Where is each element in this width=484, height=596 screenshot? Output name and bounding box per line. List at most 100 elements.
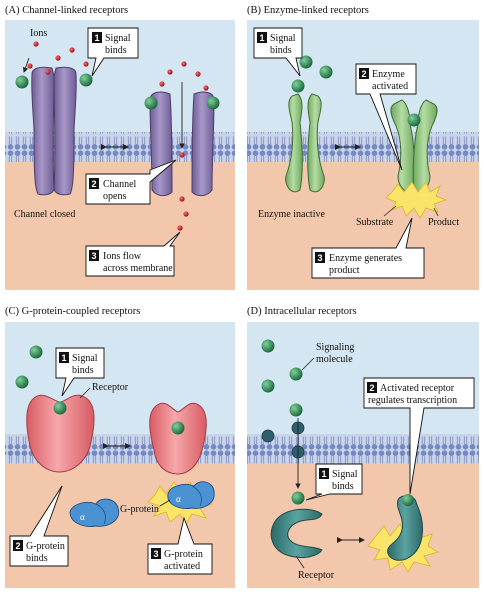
svg-text:3: 3 [92, 251, 97, 261]
signal-molecule [171, 421, 185, 435]
callout-d1: 1 Signal binds [305, 463, 363, 501]
panel-c: (C) G-protein-coupled receptors α α Rece… [5, 306, 235, 588]
svg-text:2: 2 [92, 179, 97, 189]
svg-text:2: 2 [370, 383, 375, 393]
signal-in-membrane [261, 429, 275, 443]
signal-molecule [291, 491, 305, 505]
g-protein-label: G-protein [120, 504, 159, 515]
product-pointer [433, 207, 439, 217]
ion [69, 47, 75, 53]
panel-d-title: (D) Intracellular receptors [247, 306, 357, 317]
signaling-molecule-label-line1: Signaling [316, 342, 354, 353]
panel-a: (A) Channel-linked receptors [5, 5, 235, 290]
svg-text:Activated receptor: Activated receptor [380, 383, 455, 394]
signal-molecule [15, 75, 29, 89]
svg-text:opens: opens [103, 191, 126, 202]
svg-text:activated: activated [164, 561, 200, 572]
ion [45, 69, 51, 75]
ion [177, 225, 183, 231]
svg-text:binds: binds [105, 45, 127, 56]
svg-text:regulates transcription: regulates transcription [368, 395, 457, 406]
ion [181, 61, 187, 67]
inactive-enzyme-receptor [285, 93, 325, 193]
svg-text:across membrane: across membrane [103, 263, 173, 274]
signal-molecule [261, 339, 275, 353]
panel-b-title: (B) Enzyme-linked receptors [247, 5, 369, 16]
ion [55, 55, 61, 61]
svg-text:1: 1 [62, 353, 67, 363]
enzyme-inactive-label: Enzyme inactive [258, 209, 325, 220]
receptor-pointer [79, 387, 91, 399]
svg-text:Signal: Signal [270, 33, 296, 44]
signal-molecule [289, 367, 303, 381]
callout-a1: 1 Signal binds [87, 27, 139, 77]
alpha-subunit-label: α [80, 512, 85, 522]
channel-closed-label: Channel closed [14, 209, 75, 220]
signal-molecule [79, 73, 93, 87]
signal-molecule [261, 379, 275, 393]
panel-d: (D) Intracellular receptors Signaling mo… [247, 306, 479, 588]
svg-text:G-protein: G-protein [164, 549, 203, 560]
step-number: 1 [95, 33, 100, 43]
product-label: Product [428, 217, 459, 228]
callout-b3: 3 Enzyme generates product [311, 217, 425, 279]
ion [159, 81, 165, 87]
callout-b1: 1 Signal binds [253, 27, 303, 77]
svg-text:Signal: Signal [332, 469, 358, 480]
callout-b2: 2 Enzyme activated [355, 63, 417, 171]
receptor-pointer [295, 555, 305, 569]
ions-pointer [22, 57, 30, 73]
ion [167, 69, 173, 75]
ions-group [27, 41, 209, 231]
ions-label: Ions [30, 28, 47, 39]
panel-b-membrane [247, 132, 479, 162]
signal-molecule [15, 375, 29, 389]
svg-text:binds: binds [26, 553, 48, 564]
ion [203, 85, 209, 91]
signal-molecule [407, 113, 421, 127]
callout-c1: 1 Signal binds [55, 347, 105, 397]
callout-c3: 3 G-protein activated [147, 516, 213, 575]
svg-text:1: 1 [260, 33, 265, 43]
g-protein-pointer [159, 499, 171, 507]
receptor-label: Receptor [298, 570, 335, 581]
ion [179, 152, 185, 158]
product-burst [385, 181, 448, 219]
panel-c-title: (C) G-protein-coupled receptors [5, 306, 140, 317]
ion [195, 71, 201, 77]
svg-text:Enzyme generates: Enzyme generates [329, 253, 402, 264]
svg-text:Ions flow: Ions flow [103, 251, 142, 262]
signal-molecule [299, 55, 313, 69]
panel-b: (B) Enzyme-linked receptors Enzyme inact… [247, 5, 479, 290]
ion [179, 196, 185, 202]
panel-a-title: (A) Channel-linked receptors [5, 5, 128, 16]
callout-d2: 2 Activated receptor regulates transcrip… [363, 377, 475, 495]
substrate-pointer [383, 205, 397, 217]
svg-text:binds: binds [270, 45, 292, 56]
callout-a2: 2 Channel opens [85, 159, 177, 205]
svg-text:Channel: Channel [103, 179, 137, 190]
alpha-subunit-label: α [176, 494, 181, 504]
signal-molecule [319, 65, 333, 79]
svg-text:Enzyme: Enzyme [372, 69, 405, 80]
panel-d-membrane [247, 434, 479, 464]
intracellular-receptor-inactive [270, 508, 323, 559]
svg-text:activated: activated [372, 81, 408, 92]
svg-text:Signal: Signal [72, 353, 98, 364]
svg-text:binds: binds [332, 481, 354, 492]
svg-text:product: product [329, 265, 360, 276]
signal-molecule [29, 345, 43, 359]
svg-text:3: 3 [318, 253, 323, 263]
signaling-molecule-label-line2: molecule [316, 354, 353, 365]
ion [27, 63, 33, 69]
ion [33, 41, 39, 47]
signal-molecule [289, 403, 303, 417]
callout-c2: 2 G-protein binds [9, 485, 69, 567]
svg-text:1: 1 [322, 469, 327, 479]
svg-text:Signal: Signal [105, 33, 131, 44]
intracellular-receptor-active [387, 495, 423, 561]
svg-text:binds: binds [72, 365, 94, 376]
signal-molecule [53, 401, 67, 415]
signaling-molecule-pointer [301, 357, 315, 371]
